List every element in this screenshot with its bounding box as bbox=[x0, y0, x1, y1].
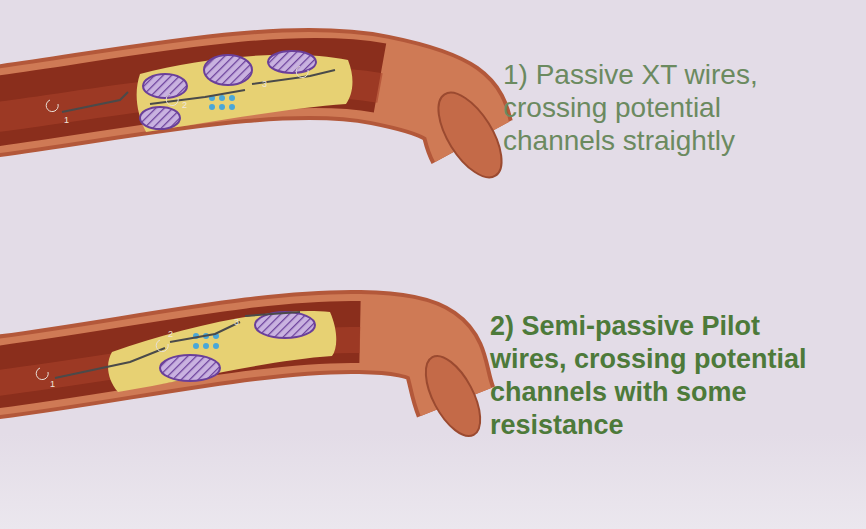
callout-number: 1 bbox=[64, 116, 69, 125]
caption-text: 2) Semi-passive Pilot wires, crossing po… bbox=[490, 310, 835, 442]
callout-number: 2 bbox=[182, 101, 187, 110]
callout-number: 1 bbox=[50, 380, 55, 389]
vessel-top bbox=[0, 51, 514, 187]
vessel-bottom bbox=[0, 311, 491, 444]
callout-number: 2 bbox=[168, 330, 173, 339]
callout-number: 3 bbox=[262, 80, 267, 89]
callout-number: 3 bbox=[234, 318, 239, 327]
caption-text: 1) Passive XT wires, crossing potential … bbox=[503, 58, 823, 157]
